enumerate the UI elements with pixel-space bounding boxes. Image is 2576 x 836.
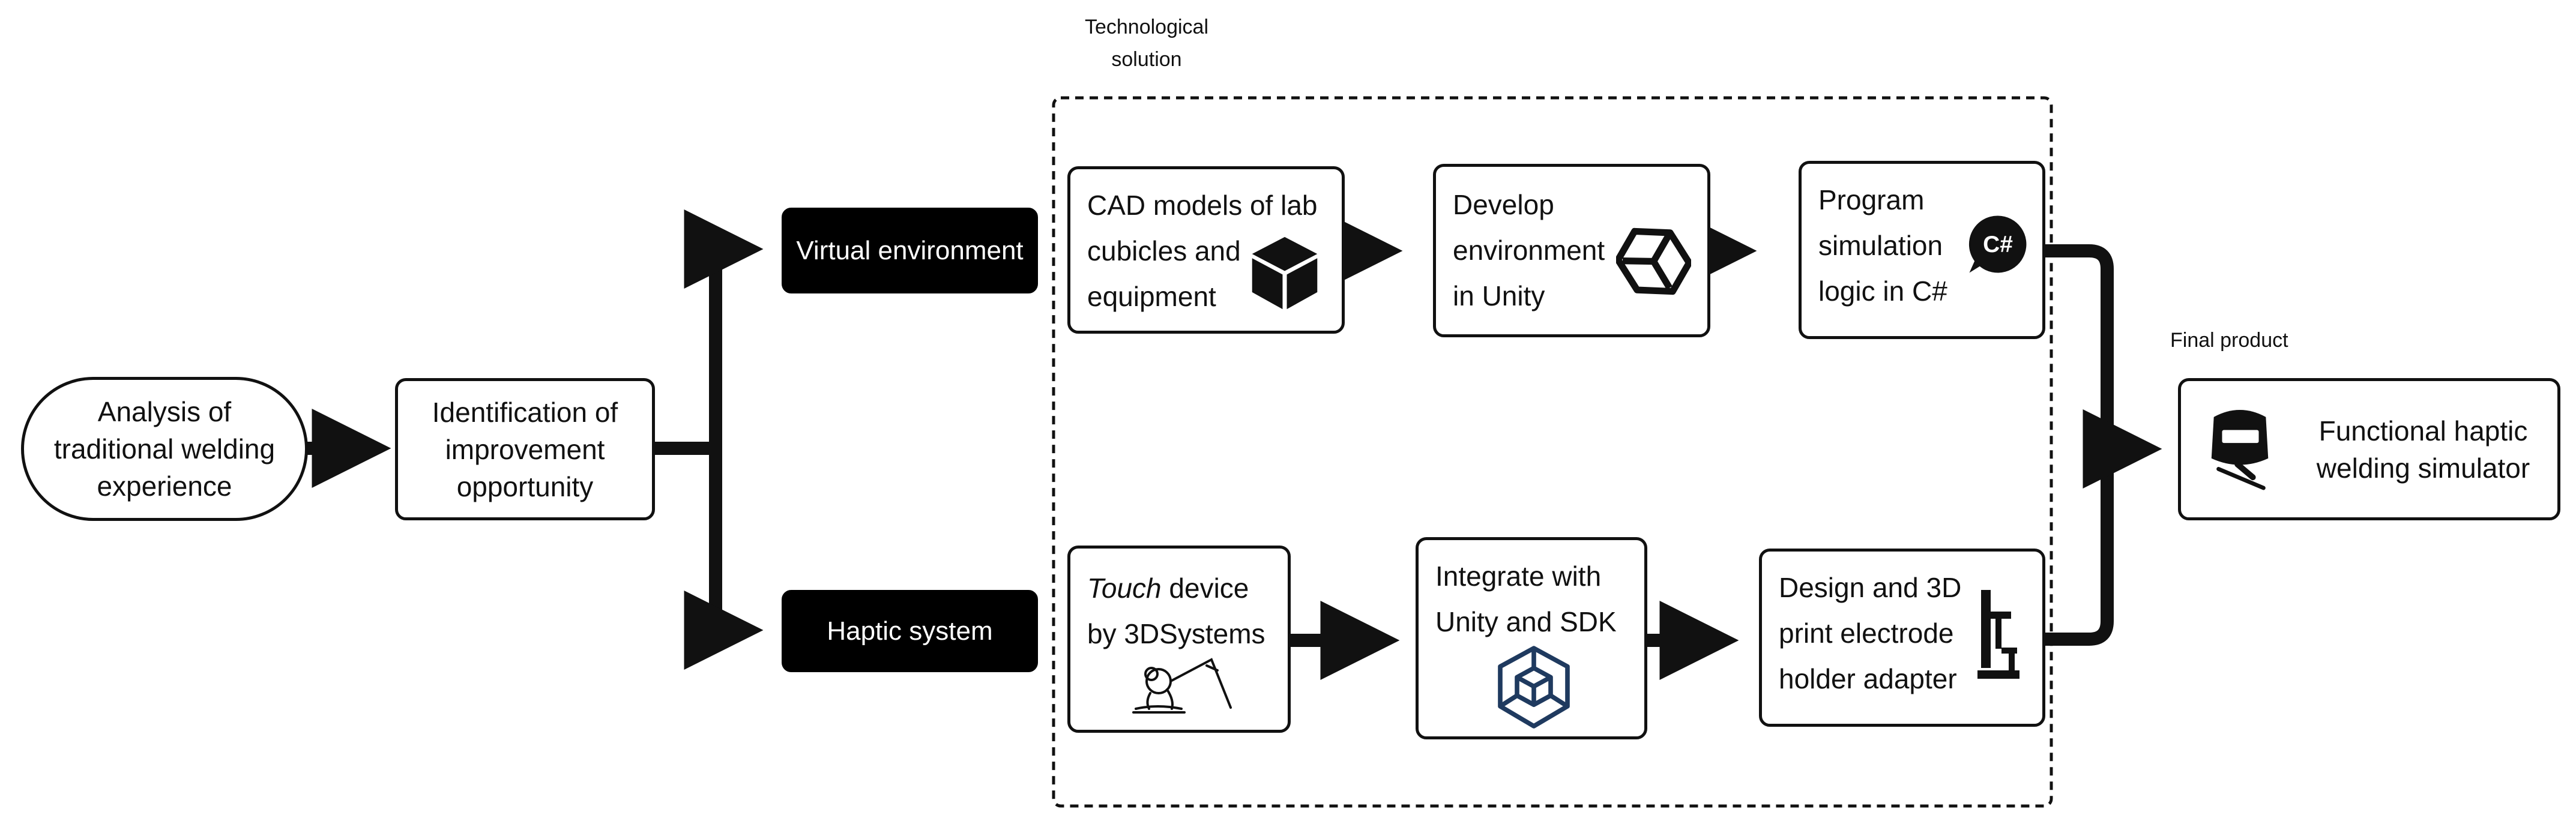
develop-unity-box: Develop environment in Unity [1433, 164, 1710, 337]
virtual-environment-box: Virtual environment [782, 208, 1038, 293]
touch-italic: Touch [1087, 573, 1162, 604]
design-adapter-text: Design and 3D print electrode holder ada… [1779, 572, 1962, 694]
touch-line2: by 3DSystems [1087, 618, 1265, 649]
develop-unity-text: Develop environment in Unity [1453, 189, 1605, 311]
welding-mask-icon [2211, 410, 2269, 490]
integrate-sdk-text: Integrate with Unity and SDK [1435, 561, 1617, 637]
haptic-touch-device-icon [1132, 658, 1232, 714]
cad-models-text: CAD models of lab cubicles and equipment [1087, 190, 1318, 312]
cube-icon [1252, 236, 1318, 310]
connector-identification-fork [654, 242, 741, 637]
analysis-box: Analysis of traditional welding experien… [21, 377, 308, 521]
electrode-holder-icon [1977, 590, 2019, 679]
unity-icon [1616, 227, 1691, 295]
identification-box: Identification of improvement opportunit… [395, 378, 655, 520]
haptic-system-text: Haptic system [827, 616, 993, 646]
touch-device-text: Touch device by 3DSystems [1087, 565, 1265, 657]
virtual-environment-text: Virtual environment [796, 235, 1024, 265]
final-product-label: Final product [2170, 329, 2288, 352]
touch-device-box: Touch device by 3DSystems [1067, 546, 1291, 733]
analysis-text: Analysis of traditional welding experien… [53, 396, 276, 502]
final-product-box: Functional haptic welding simulator [2178, 378, 2560, 520]
haptic-system-box: Haptic system [782, 590, 1038, 672]
identification-text: Identification of improvement opportunit… [432, 396, 618, 502]
integrate-sdk-box: Integrate with Unity and SDK [1416, 537, 1647, 739]
design-adapter-box: Design and 3D print electrode holder ada… [1759, 549, 2045, 727]
tech-solution-label: Technological solution [1084, 16, 1209, 71]
csharp-icon: C# [1968, 215, 2027, 273]
cad-models-box: CAD models of lab cubicles and equipment [1067, 166, 1345, 334]
program-logic-text: Program simulation logic in C# [1818, 184, 1947, 307]
touch-rest: device [1161, 573, 1249, 604]
final-product-text: Functional haptic welding simulator [2316, 415, 2530, 484]
connector-merge-final [2045, 244, 2137, 646]
program-logic-box: Program simulation logic in C# C# [1799, 161, 2045, 339]
sdk-package-icon [1498, 646, 1570, 729]
csharp-badge-text: C# [1983, 232, 2013, 257]
tech-solution-container [1052, 96, 2053, 808]
